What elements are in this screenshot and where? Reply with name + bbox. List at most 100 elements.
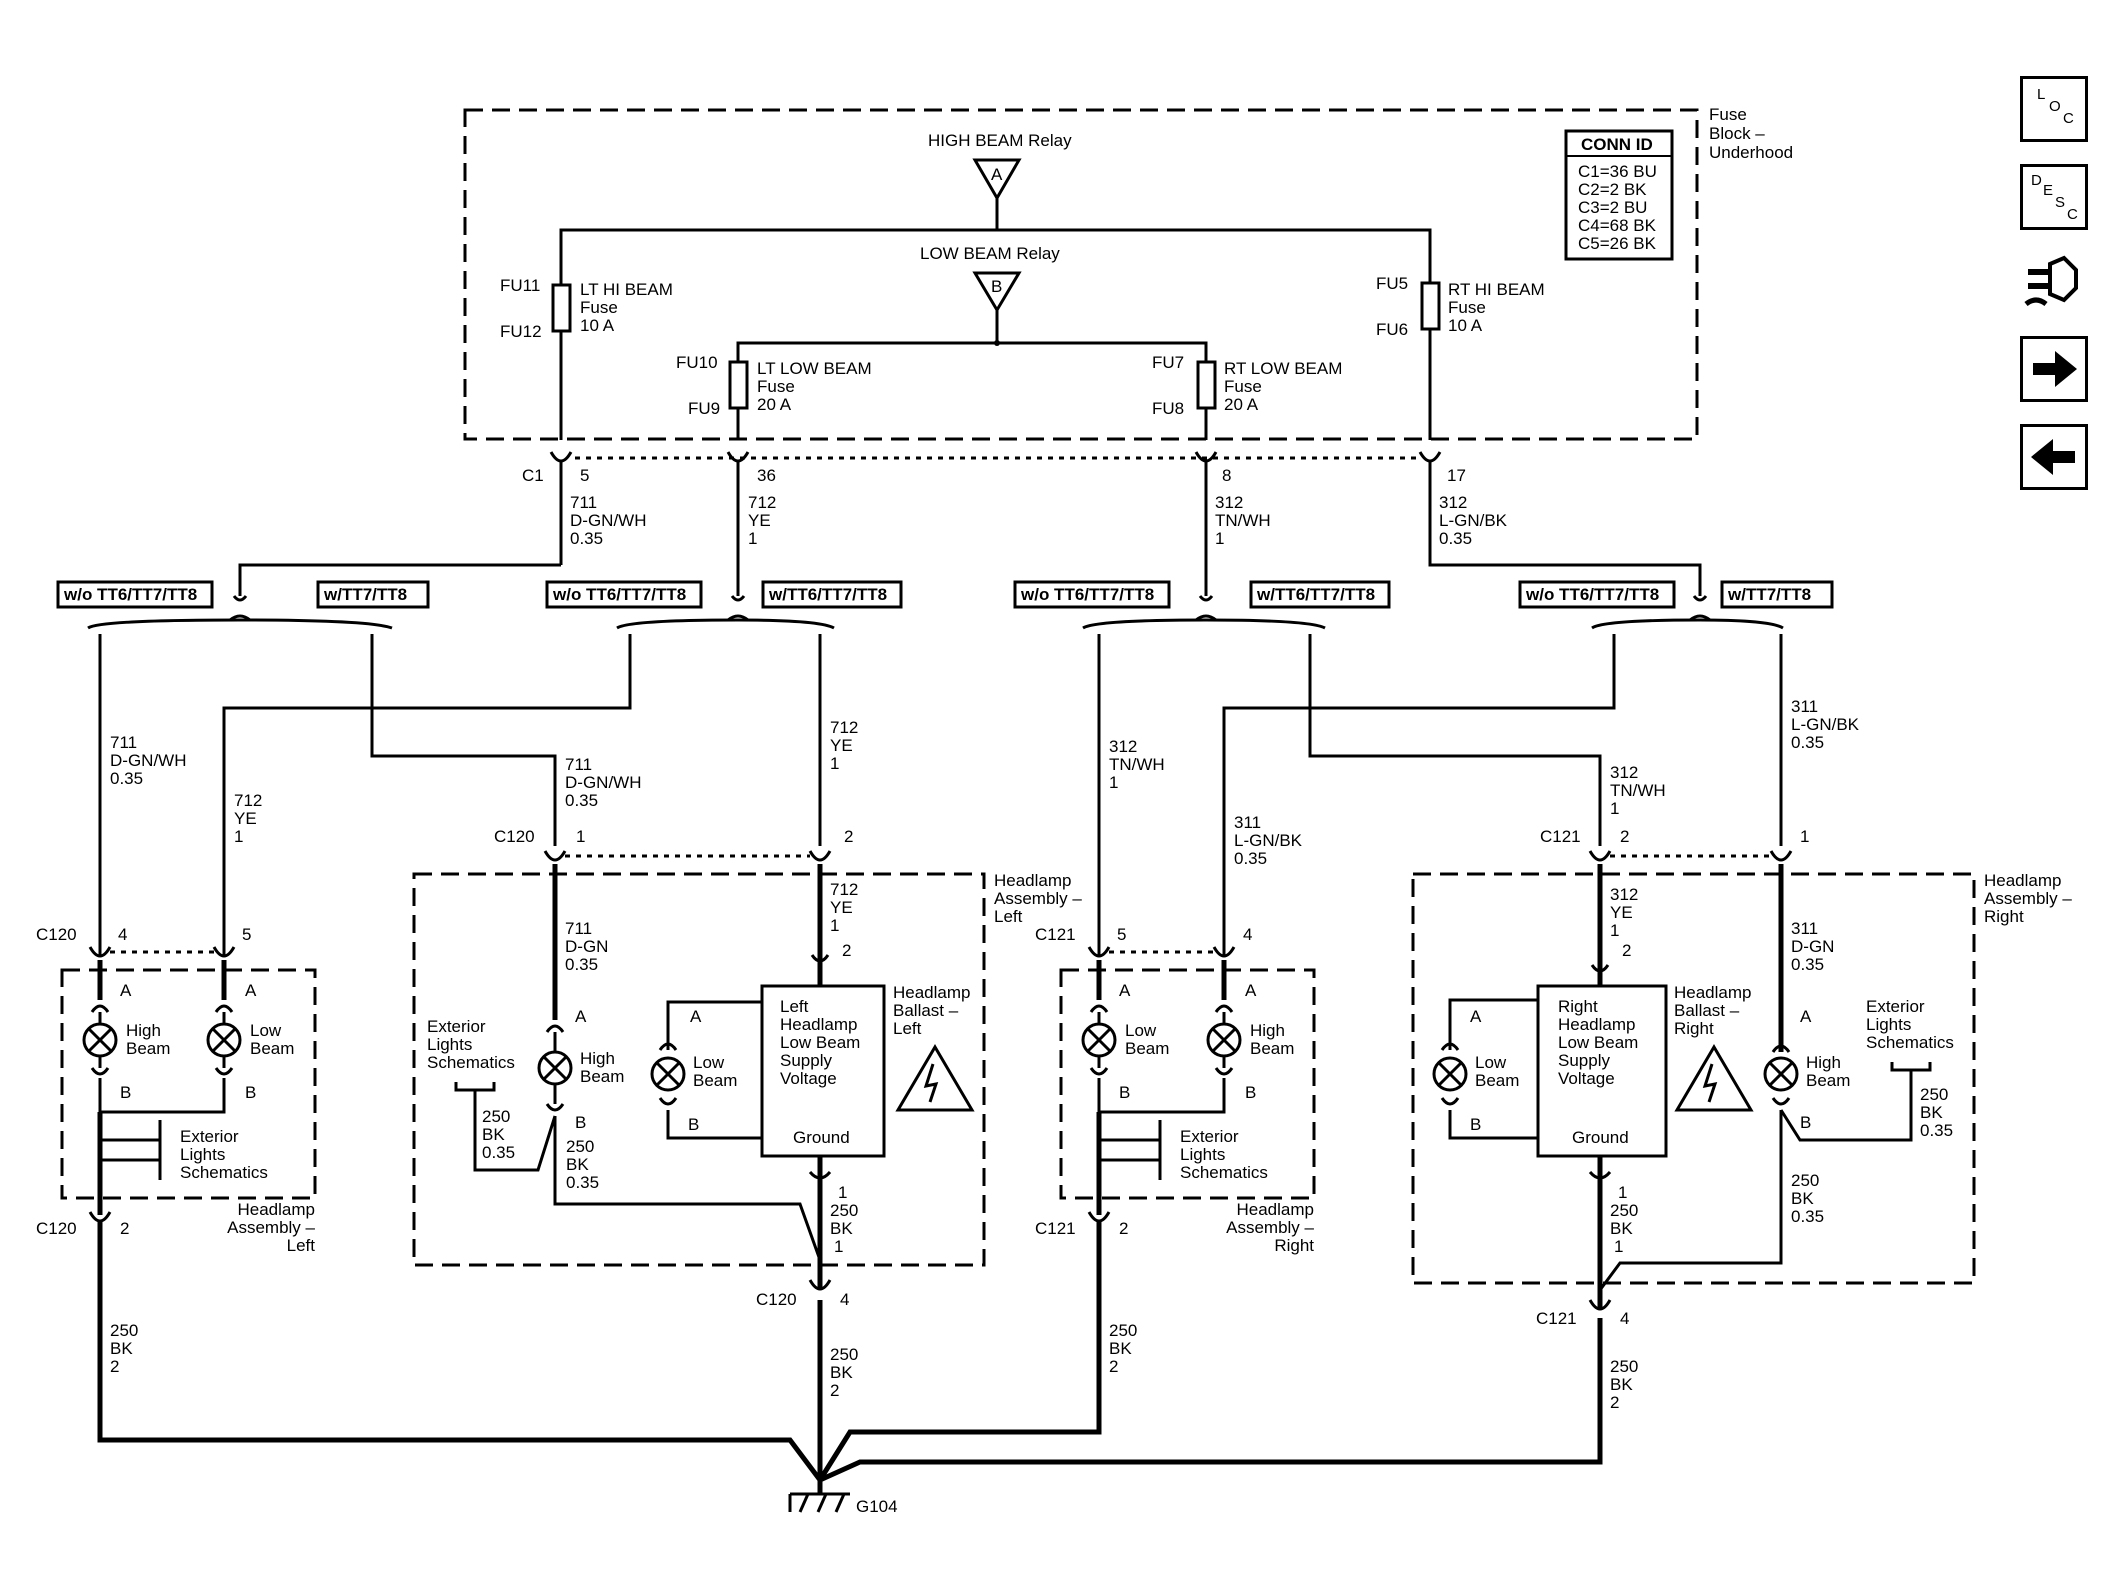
low-beam-relay: LOW BEAM Relay B: [920, 244, 1060, 346]
svg-text:LOW BEAM Relay: LOW BEAM Relay: [920, 244, 1060, 263]
svg-text:FU8: FU8: [1152, 399, 1184, 418]
option-without: w/o TT6/TT7/TT8: [1020, 585, 1154, 604]
svg-text:C: C: [2063, 110, 2074, 127]
svg-text:17: 17: [1447, 466, 1466, 485]
conn-id-title: CONN ID: [1581, 135, 1653, 154]
back-button[interactable]: [2020, 424, 2088, 490]
svg-text:A: A: [690, 1007, 702, 1026]
ground-g104: G104: [788, 1480, 898, 1516]
svg-text:4: 4: [840, 1290, 849, 1309]
high-voltage-warning-icon: [1674, 1044, 1754, 1112]
svg-text:FU9: FU9: [688, 399, 720, 418]
svg-text:FU11: FU11: [500, 276, 540, 295]
svg-text:Ground: Ground: [793, 1128, 850, 1147]
svg-text:A: A: [1800, 1007, 1812, 1026]
svg-text:L: L: [2037, 86, 2045, 103]
svg-text:C1=36 BU: C1=36 BU: [1578, 162, 1657, 181]
high-voltage-warning-icon: [895, 1044, 975, 1112]
svg-text:B: B: [1800, 1113, 1811, 1132]
svg-text:C1: C1: [522, 466, 544, 485]
svg-text:C121: C121: [1035, 1219, 1076, 1238]
svg-text:2: 2: [842, 941, 851, 960]
svg-text:A: A: [120, 981, 132, 1000]
desc-button[interactable]: D E S C: [2020, 164, 2088, 230]
forward-button[interactable]: [2020, 336, 2088, 402]
svg-text:Ground: Ground: [1572, 1128, 1629, 1147]
ballast-right: [1536, 984, 1668, 1158]
svg-text:B: B: [1245, 1083, 1256, 1102]
svg-text:2: 2: [120, 1219, 129, 1238]
svg-text:C120: C120: [756, 1290, 797, 1309]
svg-text:S: S: [2055, 194, 2065, 211]
svg-text:O: O: [2049, 98, 2061, 115]
option-with: w/TT6/TT7/TT8: [1256, 585, 1375, 604]
svg-text:A: A: [245, 981, 257, 1000]
svg-text:B: B: [688, 1115, 699, 1134]
svg-text:FU7: FU7: [1152, 353, 1184, 372]
svg-text:B: B: [245, 1083, 256, 1102]
svg-text:C121: C121: [1540, 827, 1581, 846]
conn-id-table: CONN ID C1=36 BU C2=2 BK C3=2 BU C4=68 B…: [1564, 129, 1674, 261]
svg-text:B: B: [1470, 1115, 1481, 1134]
svg-text:2: 2: [1620, 827, 1629, 846]
svg-text:5: 5: [1117, 925, 1126, 944]
svg-text:1: 1: [1800, 827, 1809, 846]
svg-text:C2=2 BK: C2=2 BK: [1578, 180, 1647, 199]
svg-text:36: 36: [757, 466, 776, 485]
option-labels: w/o TT6/TT7/TT8 w/TT7/TT8 w/o TT6/TT7/TT…: [56, 580, 1834, 609]
loc-icon: L O C: [2037, 86, 2074, 127]
forward-arrow-icon: [2033, 351, 2077, 387]
option-with: w/TT7/TT8: [323, 585, 407, 604]
svg-text:5: 5: [580, 466, 589, 485]
svg-text:B: B: [991, 277, 1002, 296]
svg-text:C4=68 BK: C4=68 BK: [1578, 216, 1657, 235]
svg-text:C121: C121: [1035, 925, 1076, 944]
svg-text:C120: C120: [36, 1219, 77, 1238]
connector-tool-button[interactable]: [2020, 248, 2088, 316]
loc-button[interactable]: L O C: [2020, 76, 2088, 142]
svg-text:B: B: [575, 1113, 586, 1132]
svg-text:2: 2: [1622, 941, 1631, 960]
svg-text:B: B: [1119, 1083, 1130, 1102]
svg-text:FU6: FU6: [1376, 320, 1408, 339]
high-beam-relay: HIGH BEAM Relay A: [928, 131, 1072, 230]
